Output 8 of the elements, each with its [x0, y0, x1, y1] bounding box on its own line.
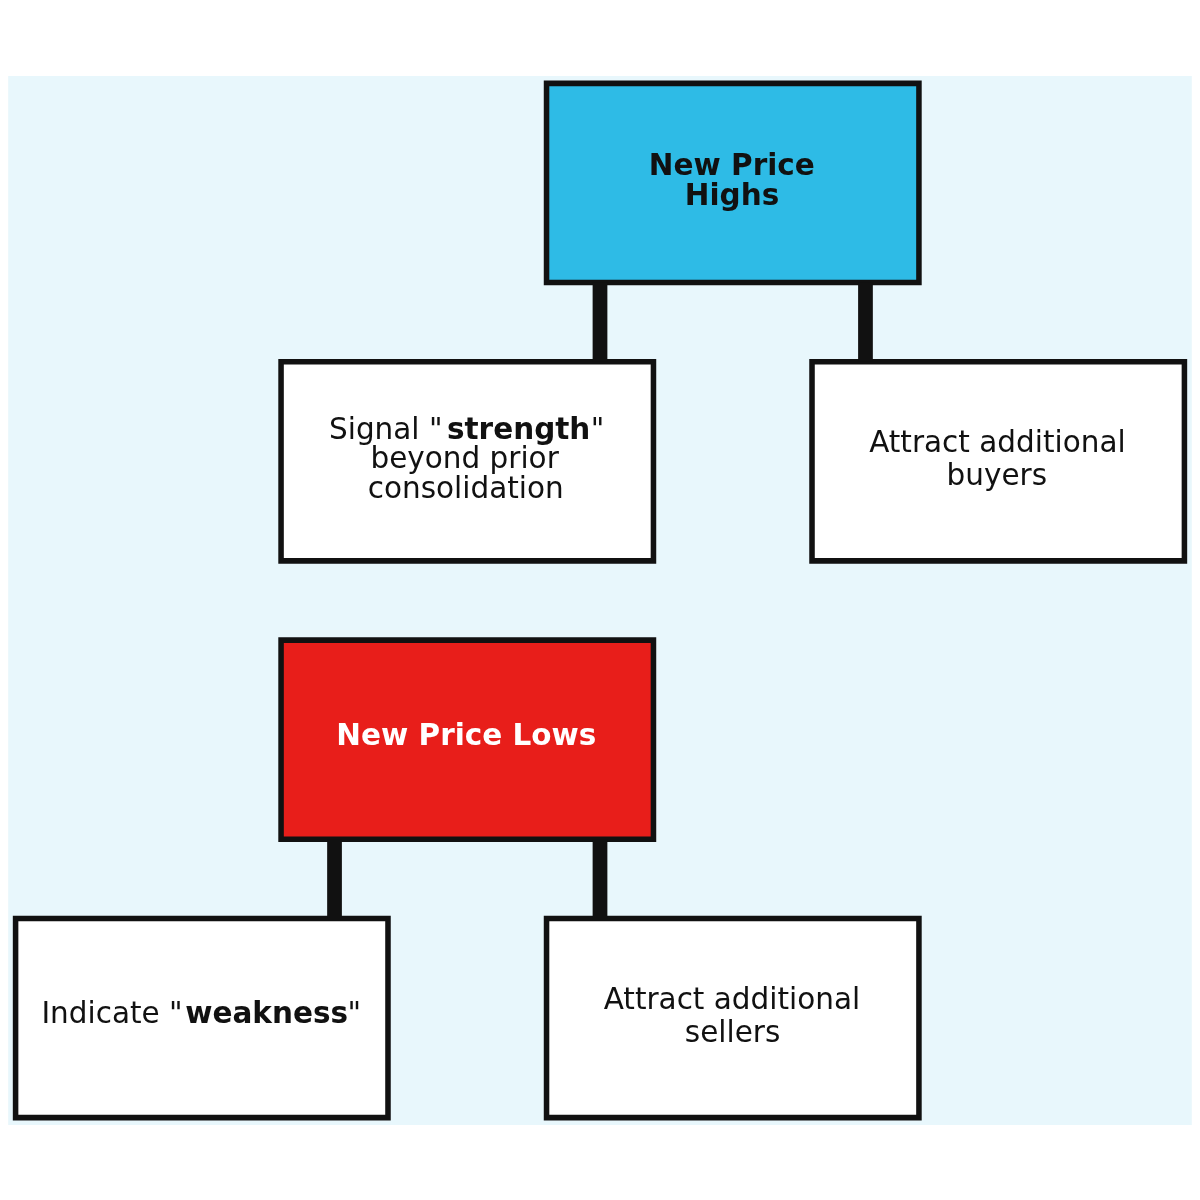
node-box: Indicate "weakness" — [12, 915, 391, 1120]
node-box: New Price Lows — [278, 636, 657, 842]
node-box: Attract additional buyers — [809, 358, 1188, 564]
connector — [592, 282, 608, 361]
node-box: New Price Highs — [543, 80, 922, 285]
node-box: Attract additional sellers — [543, 915, 922, 1120]
node-box: Signal "strength" beyond prior consolidation — [278, 358, 657, 564]
connector — [858, 282, 873, 361]
